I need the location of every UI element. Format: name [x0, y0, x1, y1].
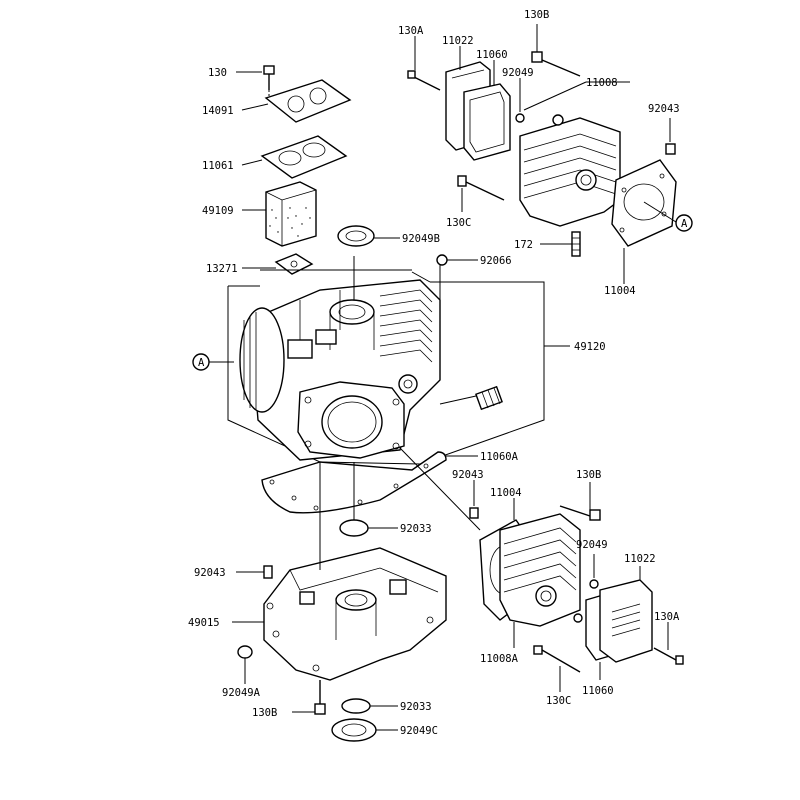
part-92033-ring-top [339, 519, 398, 537]
part-130-bolt [236, 65, 275, 100]
label-11008: 11008 [586, 77, 618, 89]
label-13271: 13271 [206, 263, 238, 275]
part-130C-bolt-top [457, 175, 505, 212]
part-49015-crankcase-cover [232, 462, 447, 681]
part-92033-ring-bottom [341, 698, 398, 714]
label-11022-top: 11022 [442, 35, 474, 47]
label-130B-mid: 130B [576, 469, 601, 481]
label-92049B: 92049B [402, 233, 440, 245]
label-130A-mid: 130A [654, 611, 680, 623]
label-130A-top: 130A [398, 25, 424, 37]
part-92049A-seal [237, 645, 253, 684]
label-11060-mid: 11060 [582, 685, 614, 697]
label-130B-top: 130B [524, 9, 549, 21]
part-92043-dowel-mid [469, 480, 479, 519]
label-92033-bot: 92033 [400, 701, 432, 713]
part-49120-crankcase [227, 256, 570, 465]
label-92049A: 92049A [222, 687, 261, 699]
label-49120: 49120 [574, 341, 606, 353]
part-11060-gasket-top [463, 60, 511, 161]
label-11004-top: 11004 [604, 285, 636, 297]
label-172: 172 [514, 239, 533, 251]
svg-text:A: A [681, 218, 688, 230]
label-92049-top: 92049 [502, 67, 534, 79]
part-130B-bolt-mid [559, 482, 601, 521]
part-130B-bolt-bottom [292, 680, 326, 715]
part-11060A-gasket [261, 451, 478, 514]
label-11022-mid: 11022 [624, 553, 656, 565]
part-92043-dowel-left [236, 565, 273, 579]
label-130B-bot: 130B [252, 707, 277, 719]
part-92049B-seal [337, 225, 400, 247]
label-92033-top: 92033 [400, 523, 432, 535]
reference-circle-a-left[interactable]: A [192, 353, 234, 371]
part-130A-bolt-top [407, 36, 441, 91]
label-11061: 11061 [202, 160, 234, 172]
breather-spring [439, 385, 503, 411]
part-92066-plug [436, 254, 478, 266]
svg-text:A: A [198, 357, 205, 369]
label-92066: 92066 [480, 255, 512, 267]
reference-circle-a-right[interactable]: A [675, 214, 693, 232]
part-11008-cylinder-head [519, 81, 630, 227]
label-130C-top: 130C [446, 217, 471, 229]
cylinder-fins-left [239, 307, 285, 413]
part-92049-seal-mid [573, 554, 599, 623]
part-92049C-seal [331, 718, 398, 742]
part-172-stud [540, 231, 581, 257]
part-92043-dowel-top [665, 118, 676, 155]
part-11004-head-gasket-top [611, 159, 677, 284]
label-92043-top: 92043 [648, 103, 680, 115]
label-49109: 49109 [202, 205, 234, 217]
cylinder-fins-right [379, 289, 433, 363]
part-130C-bolt-mid [533, 645, 581, 692]
label-92049-mid: 92049 [576, 539, 608, 551]
part-13271-gasket [242, 253, 314, 275]
label-130: 130 [208, 67, 227, 79]
part-14091-plate [241, 79, 352, 123]
label-11004-mid: 11004 [490, 487, 522, 499]
part-92049-seal-top [515, 78, 525, 123]
label-11008A: 11008A [480, 653, 519, 665]
part-11061-gasket [241, 135, 348, 179]
label-49015: 49015 [188, 617, 220, 629]
part-130A-bolt-mid [653, 622, 684, 665]
label-92043-mid: 92043 [452, 469, 484, 481]
part-11008A-cylinder-head [499, 513, 581, 648]
part-labels: 130 14091 11061 49109 13271 130A 11022 1… [188, 9, 680, 737]
label-14091: 14091 [202, 105, 234, 117]
label-130C-mid: 130C [546, 695, 571, 707]
label-92043-left: 92043 [194, 567, 226, 579]
part-49109-filter [242, 181, 317, 247]
label-92049C: 92049C [400, 725, 438, 737]
label-11060A: 11060A [480, 451, 519, 463]
label-11060-top: 11060 [476, 49, 508, 61]
part-11022-cover-mid [599, 566, 653, 663]
part-130B-bolt-top [531, 24, 581, 77]
